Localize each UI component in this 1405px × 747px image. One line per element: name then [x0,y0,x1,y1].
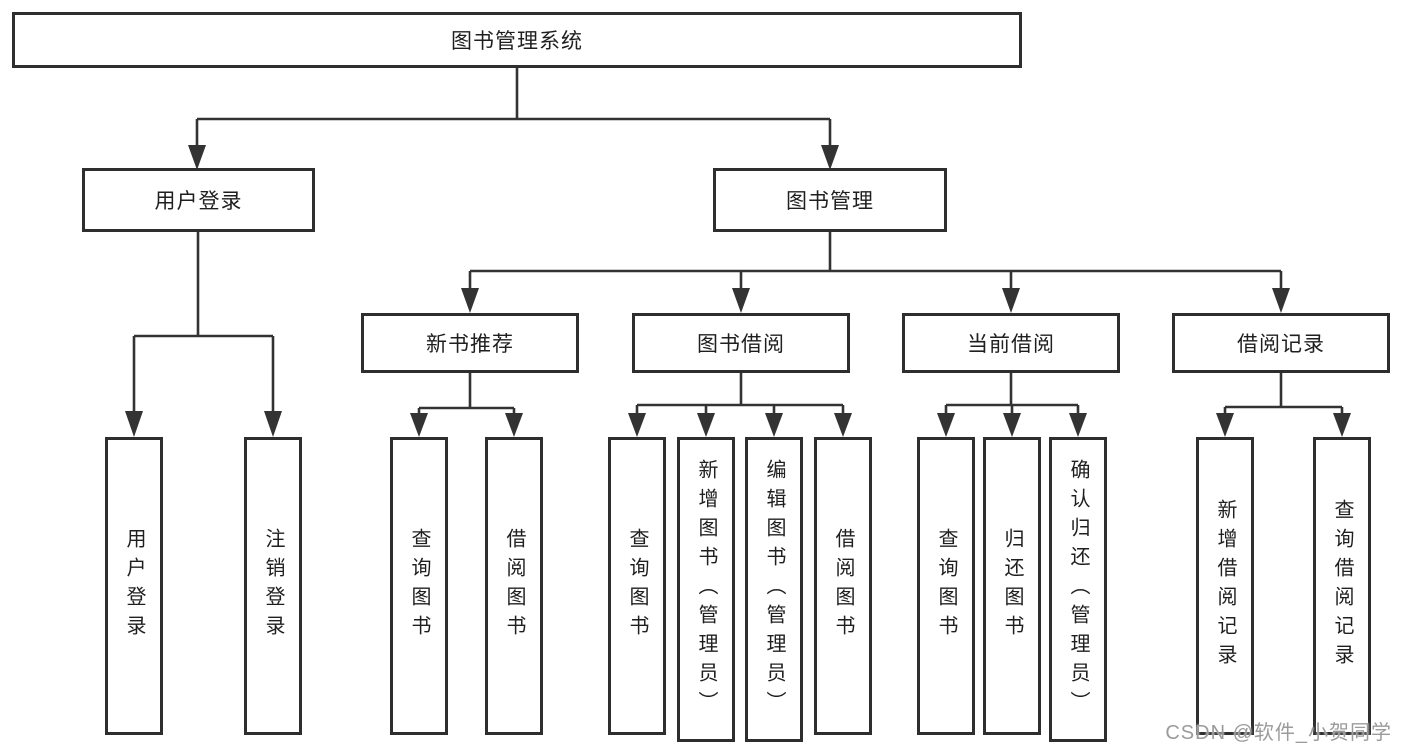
node-label: 图书管理系统 [451,30,583,53]
leaf-label: 编辑图书（管理员） [763,459,785,720]
leaf-add-book-admin: 新增图书（管理员） [677,437,735,742]
leaf-label: 查询借阅记录 [1331,499,1353,673]
leaf-edit-book-admin: 编辑图书（管理员） [745,437,803,742]
node-label: 图书管理 [786,190,874,213]
leaf-return-books: 归还图书 [983,437,1041,735]
leaf-label: 查询图书 [408,528,430,644]
node-label: 当前借阅 [967,333,1055,356]
node-label: 借阅记录 [1237,333,1325,356]
node-borrow-records: 借阅记录 [1172,313,1390,373]
node-user-login-branch: 用户登录 [82,168,315,232]
leaf-borrow-books-recommend: 借阅图书 [485,437,543,735]
node-book-borrow: 图书借阅 [632,313,850,373]
leaf-add-borrow-record: 新增借阅记录 [1196,437,1254,735]
leaf-confirm-return-admin: 确认归还（管理员） [1049,437,1107,742]
node-library-system-root: 图书管理系统 [12,12,1022,68]
leaf-label: 借阅图书 [832,528,854,644]
node-label: 用户登录 [154,190,243,213]
leaf-logout: 注销登录 [244,437,302,735]
leaf-user-login: 用户登录 [105,437,163,735]
leaf-label: 注销登录 [262,528,284,644]
leaf-label: 归还图书 [1001,528,1023,644]
leaf-label: 确认归还（管理员） [1067,459,1089,720]
node-current-borrow: 当前借阅 [902,313,1120,373]
leaf-label: 查询图书 [935,528,957,644]
leaf-borrow-books: 借阅图书 [814,437,872,735]
leaf-label: 借阅图书 [503,528,525,644]
leaf-query-borrow-record: 查询借阅记录 [1313,437,1371,735]
leaf-label: 新增图书（管理员） [695,459,717,720]
leaf-query-books-current: 查询图书 [917,437,975,735]
leaf-query-books-recommend: 查询图书 [390,437,448,735]
leaf-label: 新增借阅记录 [1214,499,1236,673]
leaf-label: 用户登录 [123,528,145,644]
csdn-watermark: CSDN @软件_小贺同学 [1165,722,1392,744]
node-new-book-recommend: 新书推荐 [361,313,579,373]
node-label: 图书借阅 [697,333,785,356]
node-label: 新书推荐 [426,333,514,356]
leaf-query-books-borrow: 查询图书 [608,437,666,735]
node-book-management-branch: 图书管理 [713,168,947,232]
leaf-label: 查询图书 [626,528,648,644]
